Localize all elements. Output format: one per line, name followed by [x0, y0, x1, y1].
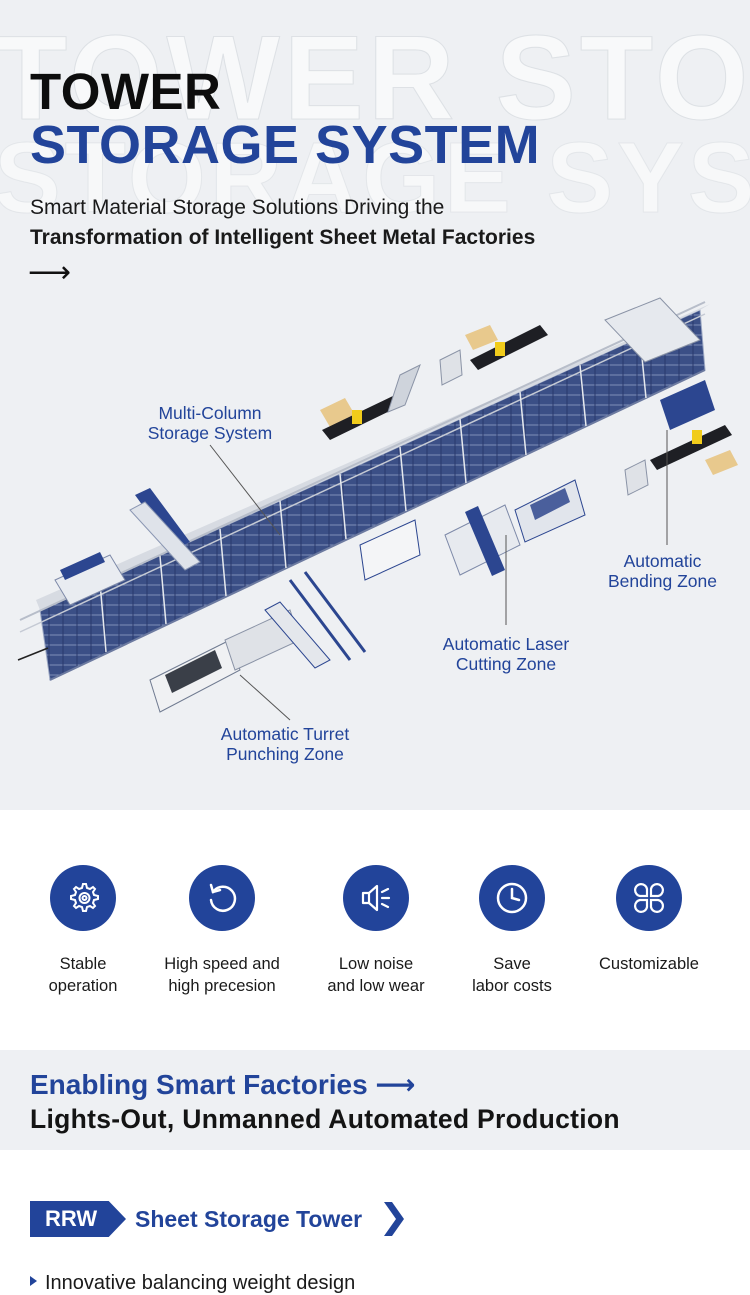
factory-illustration — [17, 297, 738, 721]
feature-label-line1: Customizable — [599, 955, 699, 973]
chevron-right-icon[interactable] — [380, 1200, 406, 1238]
zone-label-laser: Automatic Laser Cutting Zone — [420, 634, 592, 674]
feature-label-line2: operation — [48, 977, 118, 995]
feature-high-speed: High speed and high precesion — [147, 865, 297, 997]
hero-subtitle-line1: Smart Material Storage Solutions Driving… — [30, 196, 445, 219]
product-bullet: Innovative balancing weight design — [30, 1272, 355, 1295]
clock-icon — [479, 865, 545, 931]
bending-station — [624, 380, 738, 496]
refresh-icon — [189, 865, 255, 931]
features-section: Stable operation High speed and high pre… — [0, 810, 750, 1050]
grid-icon — [616, 865, 682, 931]
product-name[interactable]: Sheet Storage Tower — [135, 1206, 363, 1232]
zone-label-storage-line2: Storage System — [147, 423, 273, 443]
zone-label-bending-line1: Automatic — [623, 551, 702, 571]
zone-leader-lines — [209, 430, 668, 721]
hero-arrow-link[interactable]: ⟶ — [28, 256, 72, 289]
turret-punching-station — [149, 571, 367, 713]
feature-label-line2: and low wear — [327, 977, 425, 995]
feature-stable-operation: Stable operation — [8, 865, 158, 997]
zone-label-bending-line2: Bending Zone — [608, 571, 717, 591]
zone-label-laser-line2: Cutting Zone — [455, 654, 557, 674]
feature-label-line2: high precesion — [168, 977, 276, 995]
hero-title-line2: STORAGE SYSTEM — [30, 115, 541, 175]
smart-factories-banner: Enabling Smart Factories ⟶ Lights-Out, U… — [0, 1050, 750, 1150]
banner-subtitle: Lights-Out, Unmanned Automated Productio… — [30, 1104, 620, 1134]
hero-section: TOWER STORAGE STORAGE SYSTEM TOWER STORA… — [0, 0, 750, 810]
product-section: RRW Sheet Storage Tower Innovative balan… — [0, 1150, 750, 1295]
zone-label-storage: Multi-Column Storage System — [120, 403, 300, 443]
feature-low-noise: Low noise and low wear — [301, 865, 451, 997]
storage-tower — [17, 301, 710, 681]
laser-cutting-station — [359, 479, 586, 581]
zone-label-bending: Automatic Bending Zone — [590, 551, 735, 591]
zone-label-turret: Automatic Turret Punching Zone — [200, 724, 370, 764]
zone-label-turret-line2: Punching Zone — [226, 744, 344, 764]
feature-label-line1: Low noise — [338, 955, 414, 973]
watermark-line2: STORAGE SYSTEM — [0, 122, 750, 234]
zone-label-laser-line1: Automatic Laser — [442, 634, 570, 654]
speaker-icon — [343, 865, 409, 931]
gear-icon — [50, 865, 116, 931]
feature-label-line1: Save — [493, 955, 531, 973]
feature-save-labor: Save labor costs — [437, 865, 587, 997]
feature-label-line1: High speed and — [164, 955, 280, 973]
bullet-text: Innovative balancing weight design — [45, 1272, 356, 1294]
hero-watermark: TOWER STORAGE STORAGE SYSTEM — [0, 0, 750, 260]
bullet-triangle-icon — [30, 1276, 37, 1286]
zone-label-turret-line1: Automatic Turret — [220, 724, 350, 744]
hero-subtitle-line2: Transformation of Intelligent Sheet Meta… — [30, 226, 536, 249]
feature-label-line2: labor costs — [472, 977, 552, 995]
product-tag: RRW — [30, 1201, 126, 1237]
watermark-line1: TOWER STORAGE — [0, 11, 750, 145]
feature-customizable: Customizable — [574, 865, 724, 975]
hero-title-line1: TOWER — [30, 63, 222, 120]
banner-title-link[interactable]: Enabling Smart Factories ⟶ — [30, 1069, 416, 1100]
zone-label-storage-line1: Multi-Column — [158, 403, 262, 423]
feature-label-line1: Stable — [59, 955, 107, 973]
upper-cells — [320, 297, 701, 440]
left-station — [54, 488, 201, 606]
